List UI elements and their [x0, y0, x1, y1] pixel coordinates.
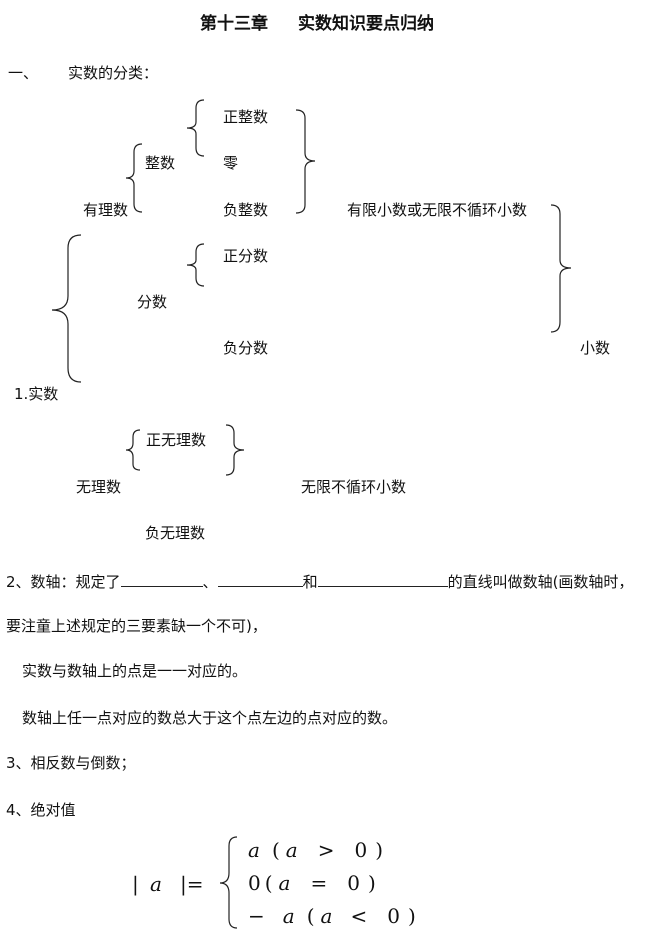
abs-lhs-bar-left: |: [132, 872, 139, 896]
case2-open: (: [264, 871, 273, 895]
section2-line1-end: 的直线叫做数轴(画数轴时，: [447, 573, 634, 591]
section1-heading: 实数的分类：: [68, 64, 159, 82]
label-zero: 零: [223, 154, 239, 172]
section2-line1: 2、数轴：规定了 、 和 的直线叫做数轴(画数轴时，: [6, 572, 633, 590]
case3-open: (: [306, 904, 315, 928]
brace-irrational-right: [225, 424, 245, 476]
case1-expression: a(a>0): [248, 840, 383, 860]
case3-neg: −: [248, 904, 265, 928]
label-positive-fraction: 正分数: [223, 247, 269, 265]
label-finite-or-repeating: 有限小数或无限不循环小数: [347, 201, 528, 219]
blank-1: [120, 572, 203, 587]
case1-var: a: [285, 838, 298, 862]
brace-integer-sign: [186, 99, 205, 157]
label-decimal: 小数: [580, 339, 611, 357]
label-irrational: 无理数: [76, 478, 122, 496]
case2-value: 0: [248, 871, 261, 895]
section1-number: 一、: [8, 64, 39, 82]
label-rational: 有理数: [83, 201, 129, 219]
abs-lhs-bar-equals: |=: [180, 872, 204, 896]
case1-value: a: [248, 838, 260, 862]
case1-open: (: [271, 838, 280, 862]
section2-line4: 数轴上任一点对应的数总大于这个点左边的点对应的数。: [22, 709, 398, 727]
label-integer: 整数: [145, 154, 176, 172]
brace-real-big: [51, 234, 82, 383]
blank-3: [317, 572, 448, 587]
case1-num: 0: [354, 838, 368, 862]
case3-close: ): [407, 904, 416, 928]
brace-rational-small: [125, 143, 143, 213]
label-non-repeating: 无限不循环小数: [301, 478, 407, 496]
label-real-number: 1.实数: [14, 385, 59, 403]
section4-heading: 4、绝对值: [6, 801, 76, 819]
section2-line1-start: 2、数轴：规定了: [6, 573, 121, 591]
blank-2: [217, 572, 303, 587]
label-fraction: 分数: [137, 293, 168, 311]
case2-var: a: [278, 871, 291, 895]
case1-op: >: [317, 838, 335, 862]
page-title: 实数知识要点归纳: [298, 14, 434, 34]
label-negative-irrational: 负无理数: [145, 524, 206, 542]
brace-integer-right: [295, 109, 316, 214]
label-positive-integer: 正整数: [223, 108, 269, 126]
brace-fraction-sign: [186, 243, 205, 287]
section2-line3: 实数与数轴上的点是一一对应的。: [22, 662, 248, 680]
chapter-label: 第十三章: [200, 14, 268, 34]
case3-var: a: [320, 904, 333, 928]
label-negative-fraction: 负分数: [223, 339, 269, 357]
case2-num: 0: [347, 871, 360, 895]
brace-irrational-left: [125, 429, 141, 471]
case1-close: ): [375, 838, 383, 862]
separator-1: 、: [202, 573, 218, 591]
section3-heading: 3、相反数与倒数；: [6, 754, 136, 772]
case2-op: =: [310, 871, 328, 895]
case3-num: 0: [387, 904, 400, 928]
case3-expression: −a(a<0): [248, 906, 416, 926]
case2-expression: 0(a=0): [248, 873, 376, 893]
brace-decimal-right: [550, 204, 572, 333]
abs-lhs-variable: a: [150, 872, 162, 896]
case3-value: a: [282, 904, 295, 928]
separator-2: 和: [302, 573, 318, 591]
case2-close: ): [367, 871, 376, 895]
brace-piecewise: [219, 836, 238, 929]
label-negative-integer: 负整数: [223, 201, 269, 219]
case3-op: <: [350, 904, 368, 928]
section2-line2: 要注童上述规定的三要素缺一个不可)，: [6, 617, 267, 635]
label-positive-irrational: 正无理数: [146, 431, 207, 449]
